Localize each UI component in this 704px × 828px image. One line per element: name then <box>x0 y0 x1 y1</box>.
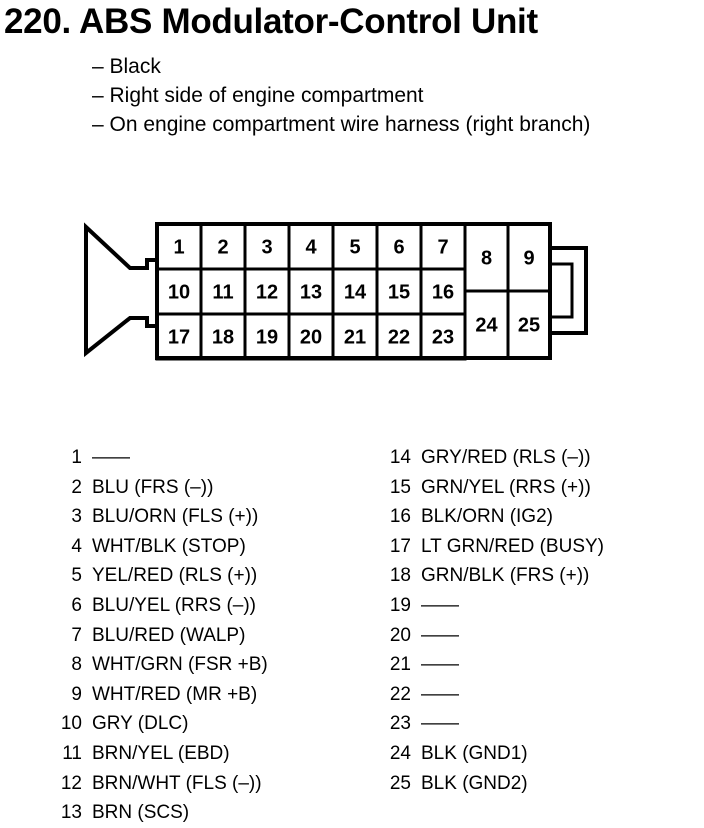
pin-wire: BLK (GND2) <box>421 772 528 794</box>
connector-cavity-label: 24 <box>475 315 498 337</box>
pin-number: 17 <box>389 535 411 557</box>
connector-cavity-label: 7 <box>437 237 448 259</box>
pin-wire: BLU (FRS (–)) <box>92 476 214 498</box>
connector-cavity-label: 22 <box>388 327 410 349</box>
pin-number: 6 <box>71 594 82 616</box>
pin-wire: BLU/YEL (RRS (–)) <box>92 594 256 616</box>
pin-number: 21 <box>389 654 411 676</box>
pin-number: 14 <box>389 447 411 468</box>
connector-cavity-label: 5 <box>349 237 360 259</box>
pin-number: 22 <box>389 683 411 705</box>
pin-number: 10 <box>60 713 82 735</box>
pin-number: 12 <box>60 772 82 794</box>
connector-cavity-label: 21 <box>344 327 366 349</box>
connector-cavity-label: 9 <box>523 248 534 270</box>
page-title: 220. ABS Modulator-Control Unit <box>4 2 538 41</box>
pin-wire: —— <box>421 713 459 735</box>
connector-cavity-label: 6 <box>393 237 404 259</box>
pin-wire: GRY/RED (RLS (–)) <box>421 447 591 468</box>
connector-cavity-label: 13 <box>300 282 322 304</box>
connector-lock-wedge <box>84 222 157 358</box>
pin-number: 16 <box>389 506 411 528</box>
pin-wire: GRY (DLC) <box>92 713 189 735</box>
pin-wire: BLU/ORN (FLS (+)) <box>92 506 259 528</box>
pin-number: 7 <box>71 624 82 646</box>
pin-wire: —— <box>421 624 459 646</box>
connector-cavity-label: 3 <box>261 237 272 259</box>
pin-number: 19 <box>389 594 411 616</box>
connector-cavity-label: 16 <box>432 282 454 304</box>
pin-number: 4 <box>71 535 82 557</box>
pin-wire: BRN/WHT (FLS (–)) <box>92 772 262 794</box>
connector-cavity-label: 25 <box>518 315 540 337</box>
pin-number: 3 <box>71 506 82 528</box>
connector-cavity-label: 2 <box>217 237 228 259</box>
pin-wire: —— <box>92 447 130 468</box>
connector-cavity-label: 18 <box>212 327 234 349</box>
pin-number: 24 <box>389 742 411 764</box>
connector-cavity-label: 20 <box>300 327 322 349</box>
pin-number: 11 <box>62 742 82 764</box>
connector-cavity-label: 11 <box>212 282 233 304</box>
pin-wire: BLU/RED (WALP) <box>92 624 246 646</box>
pin-number: 9 <box>71 683 82 705</box>
connector-cavity-label: 8 <box>481 248 492 270</box>
pin-number: 2 <box>71 476 82 498</box>
pin-number: 15 <box>389 476 411 498</box>
pin-number: 18 <box>389 565 411 587</box>
connector-cavity-label: 4 <box>305 237 317 259</box>
pin-number: 13 <box>60 802 82 824</box>
pin-wire: WHT/BLK (STOP) <box>92 535 246 557</box>
connector-notes: – Black – Right side of engine compartme… <box>92 52 590 139</box>
pin-number: 5 <box>71 565 82 587</box>
connector-cavity-label: 17 <box>168 327 190 349</box>
pin-wire: —— <box>421 594 459 616</box>
pin-wire: GRN/BLK (FRS (+)) <box>421 565 590 587</box>
pin-wire: —— <box>421 683 459 705</box>
pin-wire: BLK/ORN (IG2) <box>421 506 553 528</box>
note-location: – Right side of engine compartment <box>92 84 424 107</box>
connector-right-latch-inner <box>550 262 574 319</box>
connector-cavity-label: 15 <box>388 282 410 304</box>
pin-number: 8 <box>71 654 82 676</box>
pin-wire: —— <box>421 654 459 676</box>
pin-wire: YEL/RED (RLS (+)) <box>92 565 258 587</box>
connector-cavity-label: 14 <box>344 282 367 304</box>
connector-cavity <box>506 289 552 360</box>
connector-right-latch <box>550 246 588 335</box>
pin-number: 23 <box>389 713 411 735</box>
connector-cavity-label: 12 <box>256 282 278 304</box>
pin-wire: WHT/RED (MR +B) <box>92 683 258 705</box>
pin-wire: BRN/YEL (EBD) <box>92 742 230 764</box>
pin-number: 20 <box>389 624 411 646</box>
pin-wire: GRN/YEL (RRS (+)) <box>421 476 591 498</box>
pin-number: 25 <box>389 772 411 794</box>
note-color: – Black <box>92 55 161 78</box>
pin-number: 1 <box>71 447 82 468</box>
pin-wire: BRN (SCS) <box>92 802 190 824</box>
pin-wire: BLK (GND1) <box>421 742 528 764</box>
pin-wire: LT GRN/RED (BUSY) <box>421 535 604 557</box>
connector-cavity-label: 19 <box>256 327 278 349</box>
connector-cavity-label: 10 <box>168 282 190 304</box>
connector-cavity-label: 23 <box>432 327 454 349</box>
note-harness: – On engine compartment wire harness (ri… <box>92 113 591 136</box>
connector-cavity-label: 1 <box>173 237 184 259</box>
pin-wire: WHT/GRN (FSR +B) <box>92 654 268 676</box>
